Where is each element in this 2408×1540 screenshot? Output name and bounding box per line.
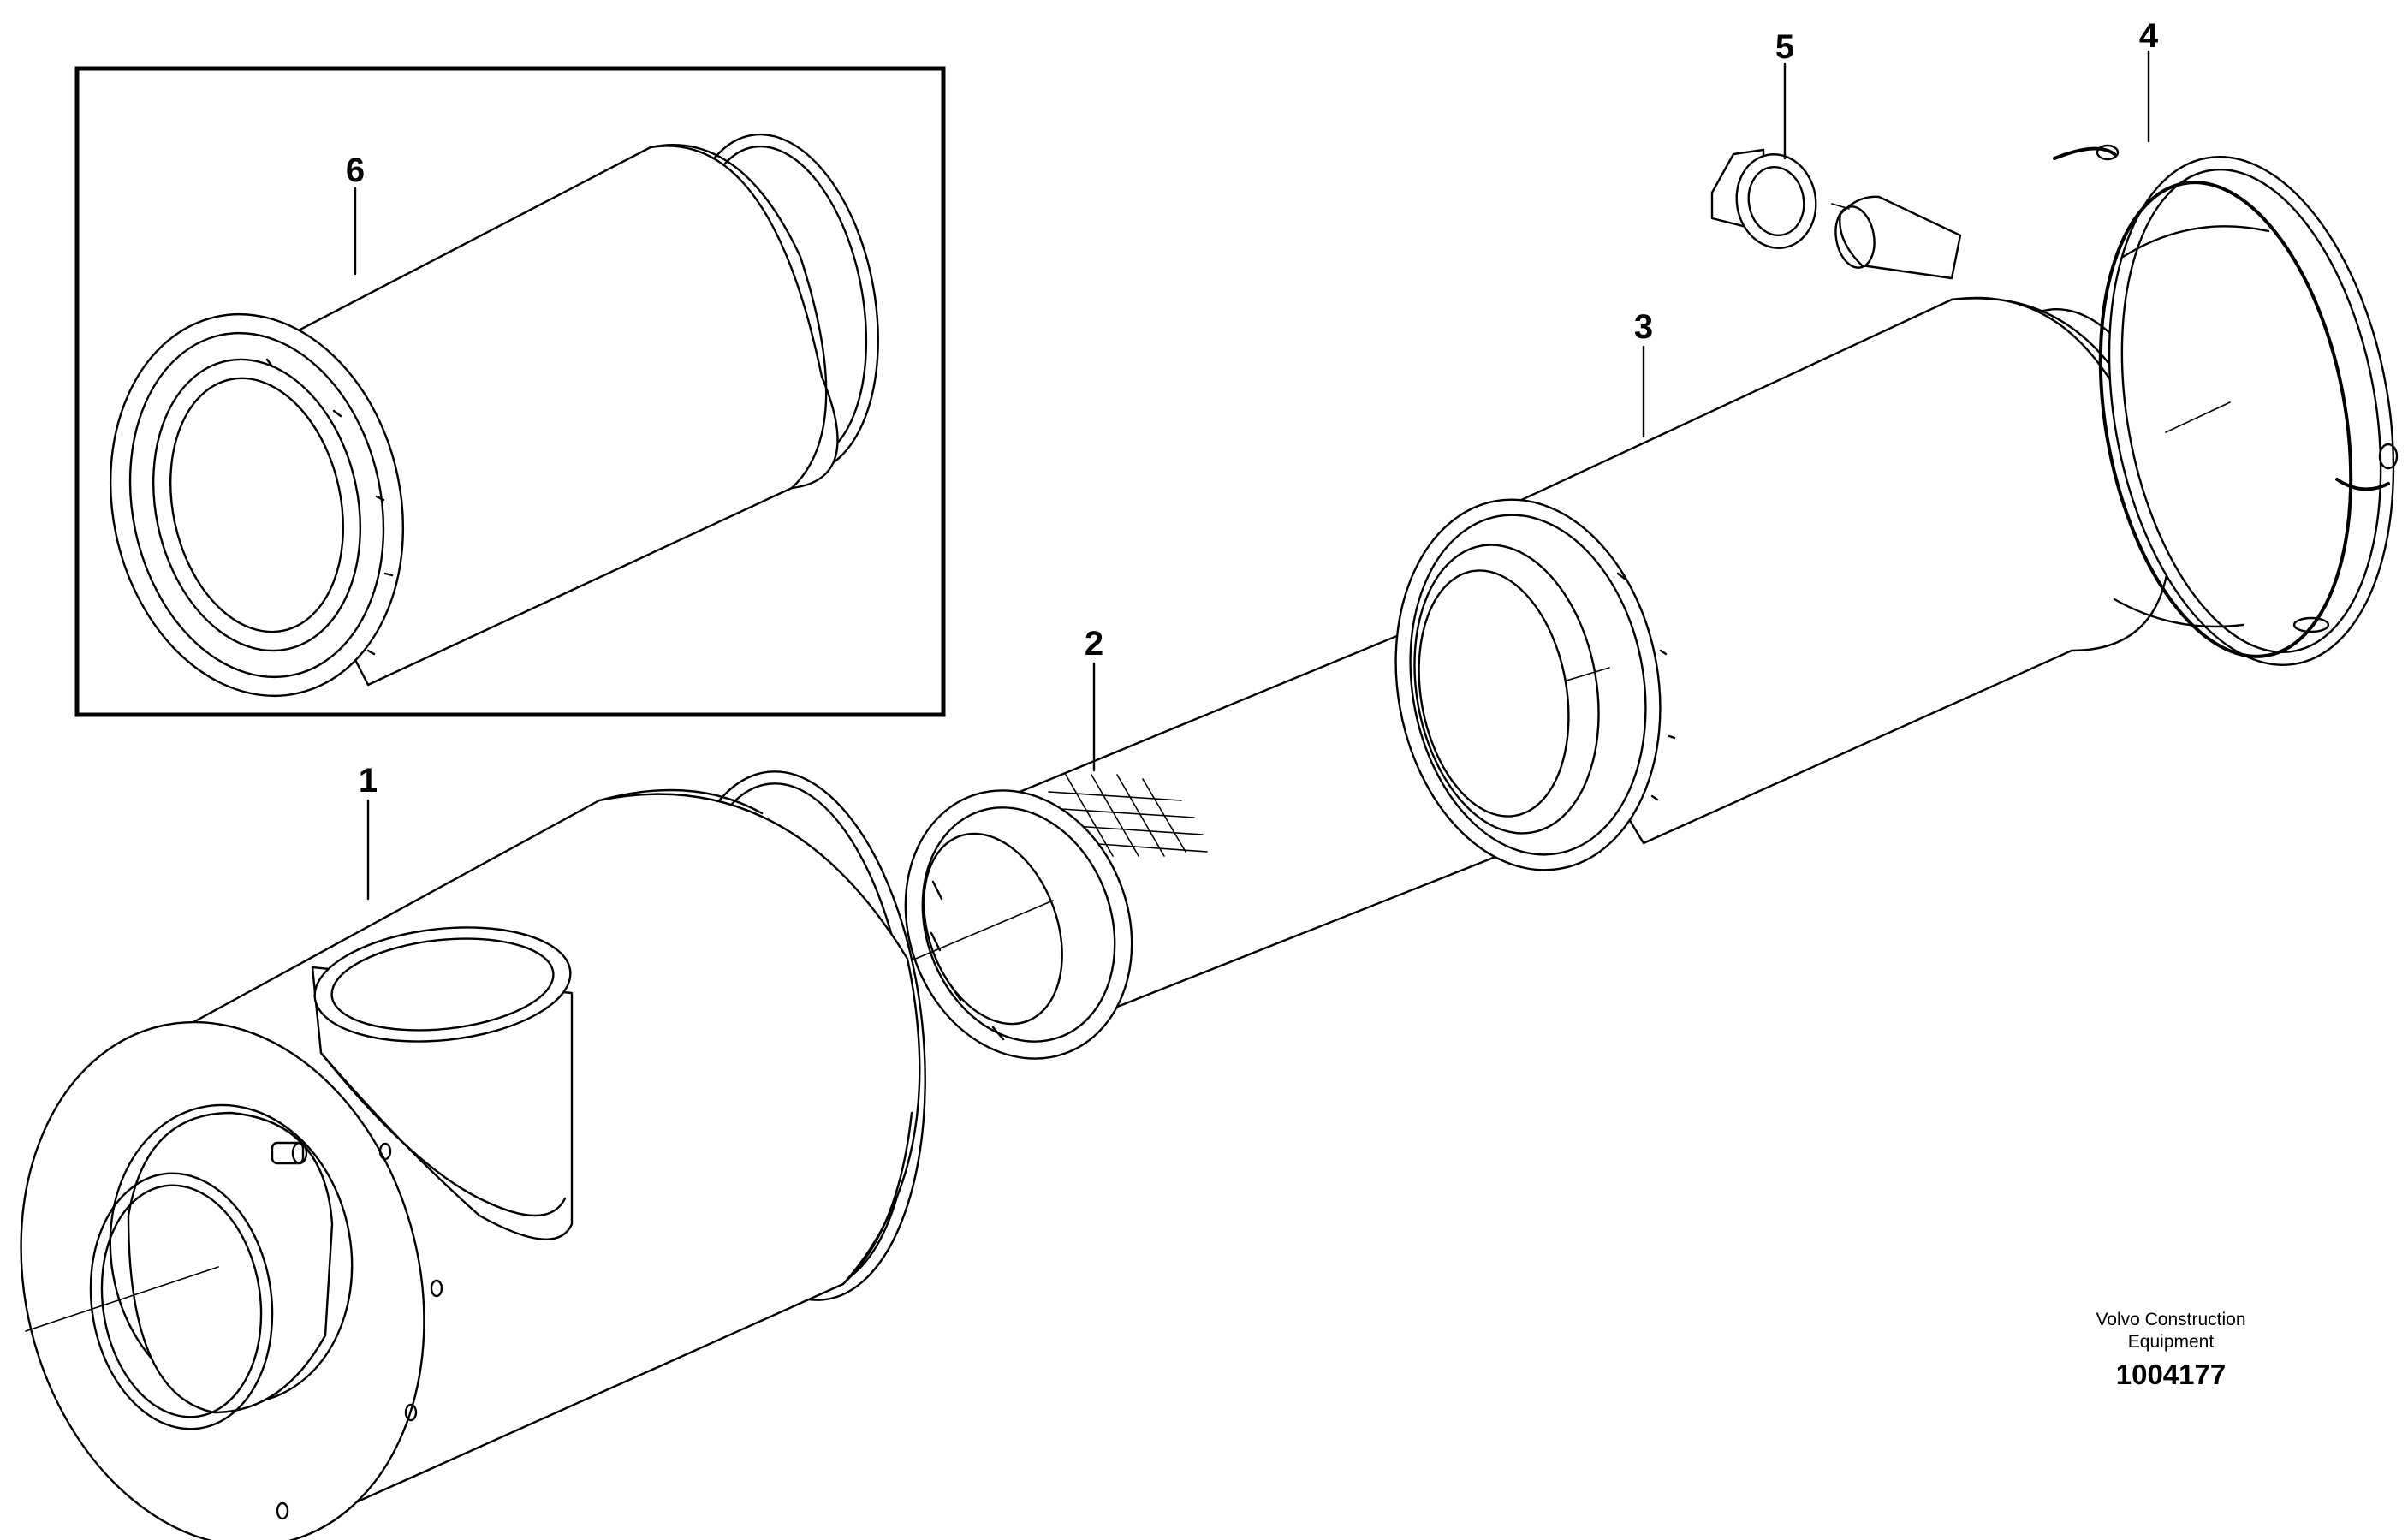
brand-line-2: Equipment — [2128, 1332, 2215, 1352]
callout-2: 2 — [1085, 625, 1103, 663]
callout-5: 5 — [1775, 28, 1794, 66]
part-6-safety-filter-element — [109, 133, 879, 698]
brand-line-1: Volvo Construction — [2096, 1310, 2245, 1329]
part-4-end-cover — [2053, 144, 2399, 666]
inset-detail-box — [74, 66, 946, 717]
part-3-outer-filter-body — [1394, 296, 2173, 871]
brand-block: Volvo Construction Equipment 1004177 — [2096, 1310, 2245, 1390]
callout-6: 6 — [346, 152, 365, 189]
callout-3: 3 — [1634, 308, 1653, 346]
reference-number: 1004177 — [2116, 1359, 2226, 1390]
callout-4: 4 — [2139, 17, 2159, 55]
callout-1: 1 — [359, 762, 378, 800]
callout-labels: 1 2 3 4 5 6 — [346, 17, 2159, 800]
part-5-valve-nozzle — [1710, 148, 1962, 280]
part-1-filter-housing — [20, 770, 926, 1540]
leader-lines — [354, 50, 2150, 901]
filter-mesh — [1048, 774, 1208, 857]
